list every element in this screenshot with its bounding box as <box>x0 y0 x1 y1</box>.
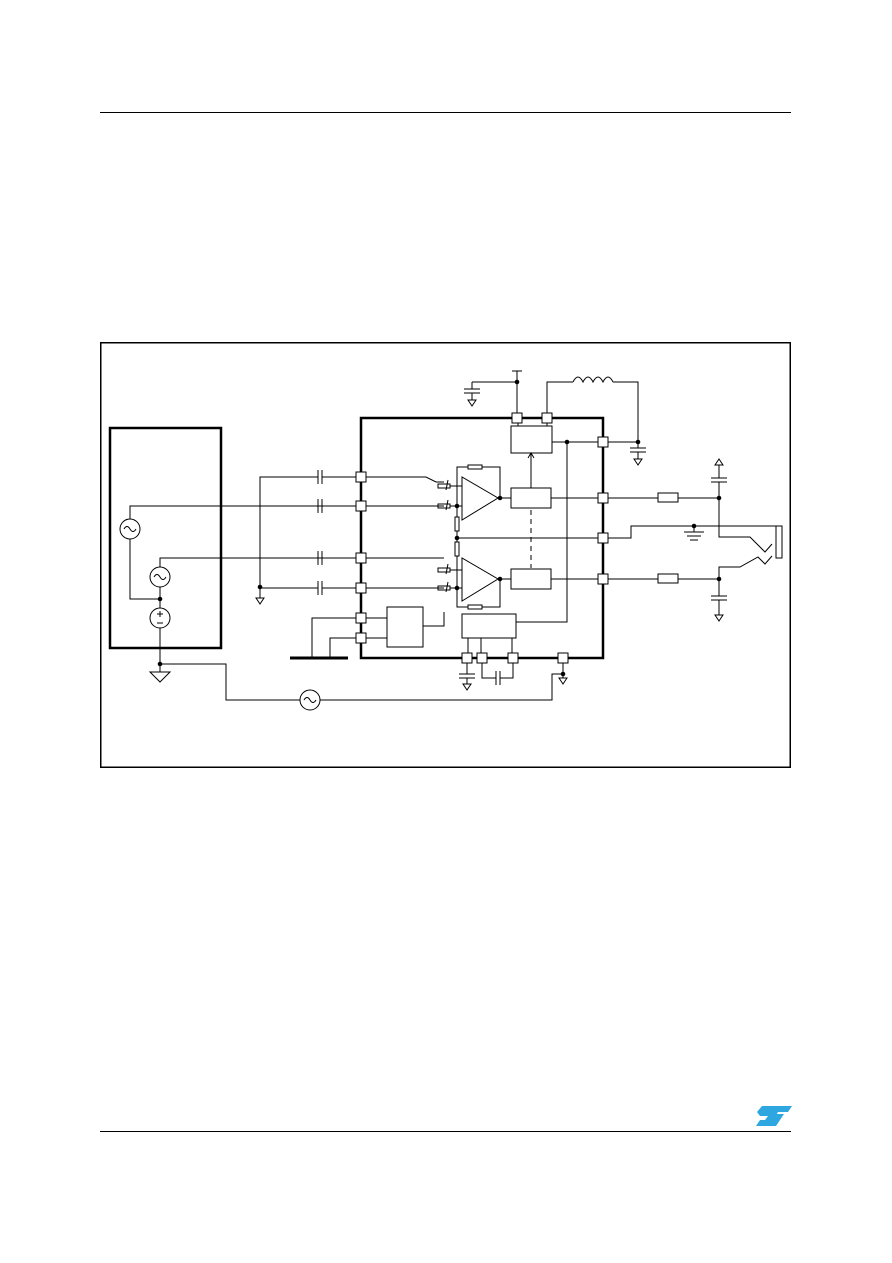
bias-block <box>461 613 517 639</box>
diagram-frame <box>100 342 791 768</box>
opamp-upper <box>461 476 499 521</box>
footer-rule <box>100 1131 791 1132</box>
header-rule <box>100 112 791 113</box>
charge-pump-block <box>510 425 553 454</box>
dc-source-icon <box>149 607 171 629</box>
source-block <box>108 426 223 650</box>
control-block <box>386 606 424 648</box>
ground-icon <box>148 664 172 683</box>
ac-source-2-icon <box>149 566 171 588</box>
ac-source-3-icon <box>299 689 321 711</box>
st-logo-icon <box>756 1106 792 1126</box>
driver-lower <box>510 568 552 590</box>
circuit-diagram <box>100 342 791 768</box>
opamp-lower <box>461 557 499 602</box>
ground-icon-left <box>255 590 265 605</box>
ac-source-1-icon <box>119 518 141 540</box>
driver-upper <box>510 487 552 509</box>
